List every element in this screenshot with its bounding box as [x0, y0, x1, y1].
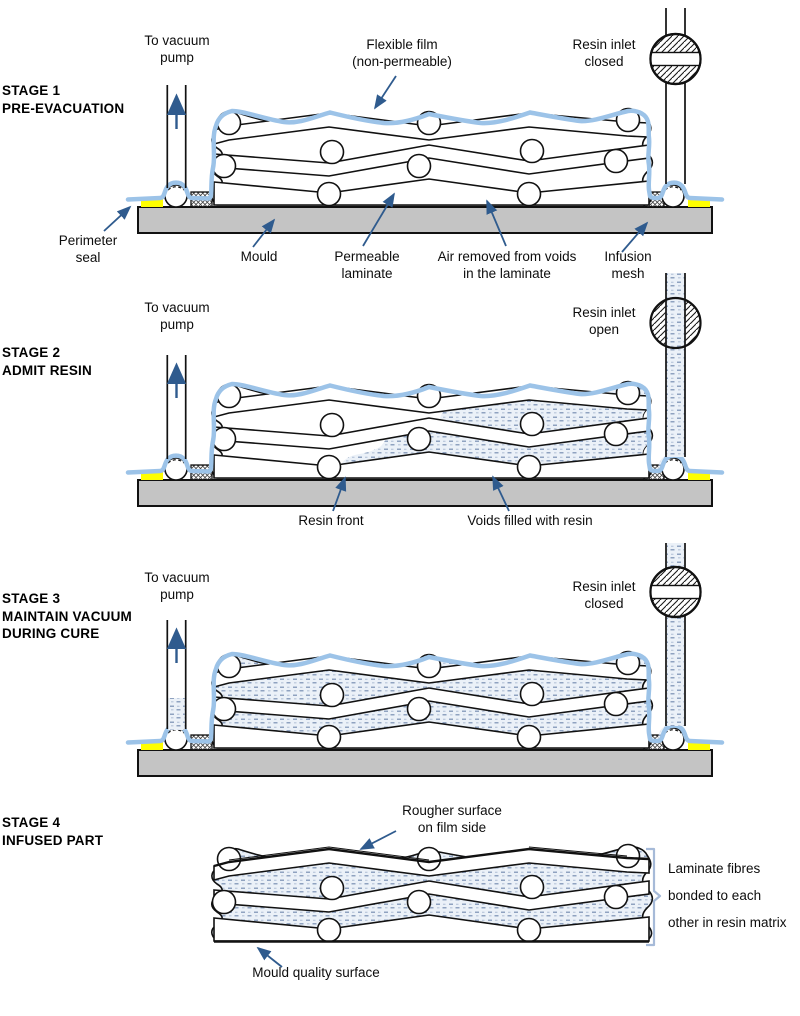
stage2-label-arrows [332, 475, 510, 512]
stage4-rougher-surface-label: Rougher surface on film side [402, 803, 502, 835]
stage1-title: STAGE 1 PRE-EVACUATION [2, 83, 125, 116]
rough-top-surface [213, 847, 650, 868]
stage3-title: STAGE 3 MAINTAIN VACUUM DURING CURE [2, 591, 132, 641]
laminate-bracket-icon [646, 847, 662, 947]
arrow-to-laminate-icon [362, 192, 395, 247]
stage2-voids-filled-label: Voids filled with resin [467, 513, 593, 528]
stage2-to-vacuum-pump-label: To vacuum pump [144, 300, 210, 332]
stage4-label-arrows [256, 830, 397, 968]
stage3-resin-inlet-label: Resin inlet closed [572, 579, 636, 611]
stage1-assembly [103, 8, 722, 253]
stage4-mould-quality-label: Mould quality surface [252, 965, 380, 980]
stage1-air-removed-label: Air removed from voids in the laminate [437, 249, 577, 281]
stage2-title: STAGE 2 ADMIT RESIN [2, 345, 92, 378]
stage1-flexible-film-label: Flexible film (non-permeable) [352, 37, 452, 69]
arrow-to-resin-front-icon [332, 476, 347, 512]
arrow-to-mould-surface-icon [256, 946, 283, 968]
stage2-resin-inlet-label: Resin inlet open [572, 305, 636, 337]
arrow-to-mould-icon [252, 218, 276, 248]
stage1-resin-inlet-valve-closed-icon [649, 8, 702, 184]
stage4-laminate-fibres-label: Laminate fibres bonded to each other in … [668, 861, 787, 930]
arrow-to-rough-surface-icon [359, 830, 397, 850]
stage3-to-vacuum-pump-label: To vacuum pump [144, 570, 210, 602]
stage4-title: STAGE 4 INFUSED PART [2, 815, 104, 848]
arrow-to-film-icon [374, 75, 397, 110]
arrow-to-seal-icon [103, 205, 132, 232]
stage1-perimeter-seal-label: Perimeter seal [58, 233, 118, 265]
stage2-assembly [128, 273, 722, 512]
stage1-permeable-laminate-label: Permeable laminate [334, 249, 400, 281]
stage2-resin-inlet-valve-open-icon [649, 273, 702, 457]
arrow-to-mesh-icon [621, 221, 649, 253]
arrow-to-filled-voids-icon [492, 475, 510, 512]
stage1-mould-label: Mould [240, 249, 278, 264]
arrow-to-voids-icon [486, 199, 507, 247]
stage1-to-vacuum-pump-label: To vacuum pump [144, 33, 210, 65]
rough-top-surface-detail [228, 846, 628, 861]
stage1-label-arrows [103, 75, 649, 253]
stage1-infusion-mesh-label: Infusion mesh [604, 249, 652, 281]
stage1-resin-inlet-label: Resin inlet closed [572, 37, 636, 69]
stage3-assembly [128, 543, 722, 777]
stage3-resin-inlet-valve-closed-icon [649, 543, 702, 726]
stage2-resin-front-label: Resin front [298, 513, 364, 528]
stage4-assembly [210, 830, 662, 968]
